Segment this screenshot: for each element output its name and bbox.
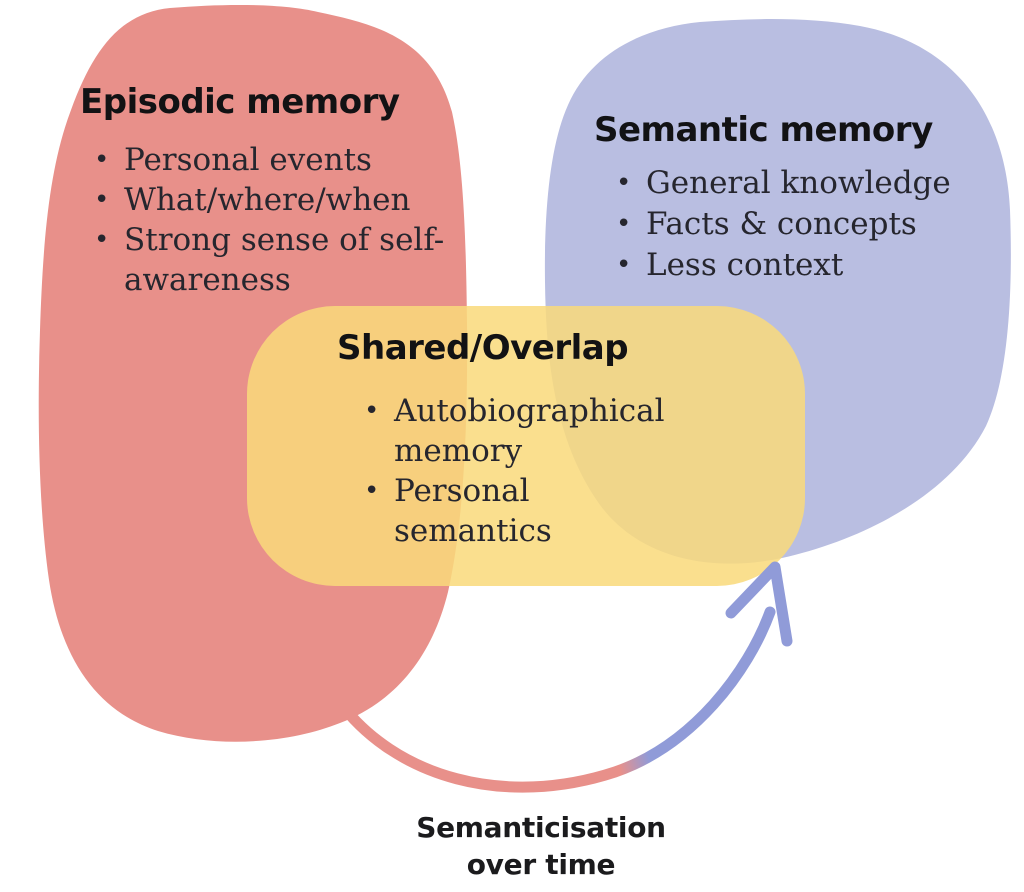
bullet-text: Personal events [124,142,372,178]
overlap-bullet-list: • Autobiographical memory • Personal sem… [358,391,665,551]
bullet-text: Autobiographical memory [394,393,665,469]
bullet-icon: • [616,209,632,239]
episodic-memory-title: Episodic memory [80,82,400,122]
semantic-bullet-list: • General knowledge • Facts & concepts •… [610,163,954,286]
list-item: • What/where/when [88,180,472,220]
bullet-text: Strong sense of self-awareness [124,222,445,298]
bullet-text: What/where/when [124,182,411,218]
overlap-region [247,306,805,586]
list-item: • Personal events [88,140,472,180]
semanticisation-label: Semanticisation over time [341,809,741,883]
bullet-text: Less context [646,247,844,283]
bullet-icon: • [616,168,632,198]
list-item: • Facts & concepts [610,204,954,245]
list-item: • Strong sense of self-awareness [88,220,472,300]
bullet-icon: • [616,250,632,280]
bullet-icon: • [94,185,110,215]
list-item: • Personal semantics [358,471,658,551]
bullet-text: General knowledge [646,165,951,201]
bullet-text: Facts & concepts [646,206,917,242]
bullet-icon: • [94,145,110,175]
shared-overlap-title: Shared/Overlap [337,328,629,368]
list-item: • General knowledge [610,163,954,204]
semantic-memory-title: Semantic memory [594,110,933,150]
list-item: • Autobiographical memory [358,391,665,471]
semanticisation-label-line2: over time [466,848,616,881]
bullet-icon: • [94,225,110,255]
bullet-icon: • [364,476,380,506]
semanticisation-label-line1: Semanticisation [416,811,666,844]
episodic-bullet-list: • Personal events • What/where/when • St… [88,140,472,300]
semanticisation-arrow [332,606,776,793]
list-item: • Less context [610,245,954,286]
bullet-text: Personal semantics [394,473,552,549]
bullet-icon: • [364,396,380,426]
arrowhead-icon [725,561,793,647]
